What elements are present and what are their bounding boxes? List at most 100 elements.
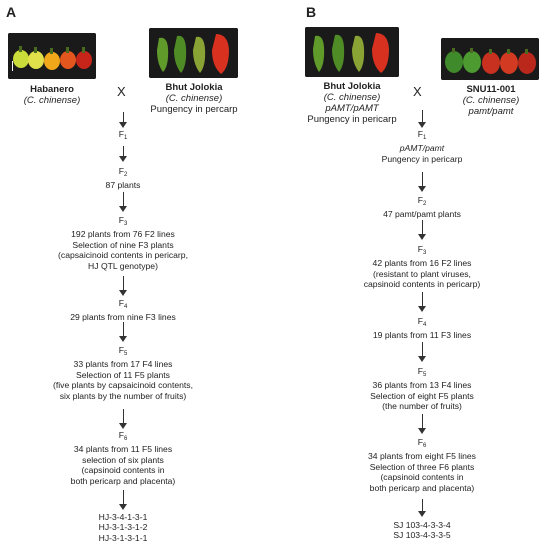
- gen-b-f5-label: F: [417, 366, 423, 376]
- parent1-name-a: Habanero: [30, 84, 74, 95]
- gen-a-f2-label: F: [118, 166, 124, 176]
- arrow-a-0: [119, 112, 127, 128]
- gen-b-f5-line-1: Selection of eight F5 plants: [370, 390, 474, 401]
- gen-a-f3-line-3: HJ QTL genotype): [88, 260, 158, 271]
- gen-b-f2-sub: 2: [422, 201, 427, 207]
- parent1-note-b: Pungency in pericarp: [307, 114, 397, 125]
- arrow-a-6: [119, 490, 127, 510]
- cross-symbol-a: X: [117, 84, 126, 99]
- arrow-b-5: [418, 414, 426, 434]
- final-b-1: SJ 103-4-3-3-5: [393, 530, 451, 541]
- gen-a-f6-line-0: 34 plants from 11 F5 lines: [73, 444, 173, 455]
- gen-a-f1: F1: [63, 129, 183, 143]
- parent1-label-b: Bhut Jolokia (C. chinense) pAMT/pAMT Pun…: [297, 81, 407, 125]
- gen-a-f3-line-1: Selection of nine F3 plants: [72, 239, 174, 250]
- arrow-b-1: [418, 172, 426, 192]
- gen-b-f5-sub: 5: [422, 372, 427, 378]
- gen-a-f6-line-3: both pericarp and placenta): [70, 475, 176, 486]
- gen-b-f5-line-0: 36 plants from 13 F4 lines: [372, 380, 472, 391]
- parent1-genotype-b: pAMT/pAMT: [325, 103, 379, 114]
- gen-b-f5-line-2: (the number of fruits): [382, 401, 462, 412]
- gen-a-f4-line-0: 29 plants from nine F3 lines: [70, 312, 176, 323]
- gen-a-f5-line-3: six plants by the number of fruits): [59, 390, 187, 401]
- gen-a-f3-sub: 3: [123, 221, 128, 227]
- gen-b-f1: F1 pAMT/pamt Pungency in pericarp: [322, 129, 522, 164]
- gen-a-f6-sub: 6: [123, 436, 128, 442]
- parent2-name-a: Bhut Jolokia: [165, 82, 223, 93]
- gen-a-f6: F6 34 plants from 11 F5 lines selection …: [23, 430, 223, 486]
- arrow-b-2: [418, 220, 426, 240]
- arrow-a-5: [119, 409, 127, 429]
- gen-a-f3-label: F: [118, 215, 124, 225]
- snu11-001-photo: [441, 38, 539, 80]
- panel-b-letter: B: [306, 4, 317, 20]
- arrow-a-2: [119, 192, 127, 212]
- arrow-a-1: [119, 146, 127, 162]
- gen-b-f2: F2 47 pamt/pamt plants: [322, 195, 522, 220]
- gen-a-f5-line-0: 33 plants from 17 F4 lines: [73, 359, 173, 370]
- arrow-b-4: [418, 342, 426, 362]
- gen-b-f6-line-0: 34 plants from eight F5 lines: [368, 451, 476, 462]
- parent1-species-a: (C. chinense): [23, 95, 81, 106]
- gen-a-f4-sub: 4: [123, 304, 128, 310]
- gen-a-f6-line-2: (capsinoid contents in: [81, 465, 165, 476]
- gen-a-f6-line-1: selection of six plants: [82, 454, 164, 465]
- gen-b-f3-line-2: capsinoid contents in pericarp): [363, 279, 481, 290]
- gen-b-f6-sub: 6: [422, 443, 427, 449]
- gen-a-f2-sub: 2: [123, 172, 128, 178]
- parent1-label-a: Habanero (C. chinense): [8, 84, 96, 106]
- gen-a-f5: F5 33 plants from 17 F4 lines Selection …: [23, 345, 223, 401]
- gen-b-f4: F4 19 plants from 11 F3 lines: [322, 316, 522, 341]
- bhut-jolokia-photo-b: [305, 27, 399, 77]
- gen-b-f6-line-3: both pericarp and placenta): [369, 482, 475, 493]
- arrow-b-0: [418, 110, 426, 128]
- gen-a-f4-label: F: [118, 298, 124, 308]
- gen-b-f6-line-2: (capsinoid contents in: [380, 472, 464, 483]
- gen-b-f1-line-0: pAMT/pamt: [399, 143, 445, 154]
- gen-a-f3: F3 192 plants from 76 F2 lines Selection…: [23, 215, 223, 271]
- panel-a-letter: A: [6, 4, 17, 20]
- cross-symbol-b: X: [413, 84, 422, 99]
- gen-a-f1-sub: 1: [123, 135, 128, 141]
- gen-b-f5: F5 36 plants from 13 F4 lines Selection …: [322, 366, 522, 412]
- habanero-photo: [8, 33, 96, 79]
- gen-a-f3-line-2: (capsaicinoid contents in pericarp,: [58, 250, 188, 261]
- parent2-genotype-b: pamt/pamt: [468, 106, 514, 117]
- gen-b-f3: F3 42 plants from 16 F2 lines (resistant…: [322, 244, 522, 290]
- gen-b-f4-line-0: 19 plants from 11 F3 lines: [372, 330, 472, 341]
- final-a-2: HJ-3-1-3-1-1: [98, 532, 148, 543]
- arrow-a-4: [119, 322, 127, 342]
- arrow-b-6: [418, 499, 426, 517]
- bhut-jolokia-photo-a: [149, 28, 238, 78]
- parent2-name-b: SNU11-001: [466, 84, 516, 95]
- final-b-0: SJ 103-4-3-3-4: [393, 520, 451, 530]
- final-a-1: HJ-3-1-3-1-2: [98, 522, 148, 533]
- arrow-a-3: [119, 276, 127, 296]
- parent1-species-b: (C. chinense): [323, 92, 381, 103]
- parent1-name-b: Bhut Jolokia: [323, 81, 381, 92]
- gen-a-f5-sub: 5: [123, 351, 128, 357]
- gen-a-f6-label: F: [118, 430, 124, 440]
- arrow-b-3: [418, 292, 426, 312]
- gen-b-f3-sub: 3: [422, 250, 427, 256]
- parent2-species-a: (C. chinense): [165, 93, 223, 104]
- gen-a-f2: F2 87 plants: [63, 166, 183, 191]
- gen-b-f6: F6 34 plants from eight F5 lines Selecti…: [322, 437, 522, 493]
- gen-b-f2-label: F: [417, 195, 423, 205]
- gen-a-f5-line-1: Selection of 11 F5 plants: [76, 369, 170, 380]
- gen-b-f4-sub: 4: [422, 322, 427, 328]
- final-a-0: HJ-3-4-1-3-1: [98, 512, 148, 522]
- parent2-note-a: Pungency in percarp: [150, 104, 238, 115]
- final-lines-a: HJ-3-4-1-3-1 HJ-3-1-3-1-2 HJ-3-1-3-1-1: [43, 512, 203, 543]
- gen-a-f1-label: F: [118, 129, 124, 139]
- gen-b-f6-line-1: Selection of three F6 plants: [369, 461, 475, 472]
- gen-b-f2-line-0: 47 pamt/pamt plants: [383, 209, 461, 220]
- gen-b-f1-label: F: [417, 129, 423, 139]
- gen-b-f1-line-1: Pungency in pericarp: [381, 153, 463, 164]
- parent2-label-a: Bhut Jolokia (C. chinense) Pungency in p…: [139, 82, 249, 115]
- gen-b-f3-label: F: [417, 244, 423, 254]
- gen-b-f6-label: F: [417, 437, 423, 447]
- gen-a-f2-line-0: 87 plants: [105, 180, 141, 191]
- gen-a-f5-label: F: [118, 345, 124, 355]
- gen-b-f4-label: F: [417, 316, 423, 326]
